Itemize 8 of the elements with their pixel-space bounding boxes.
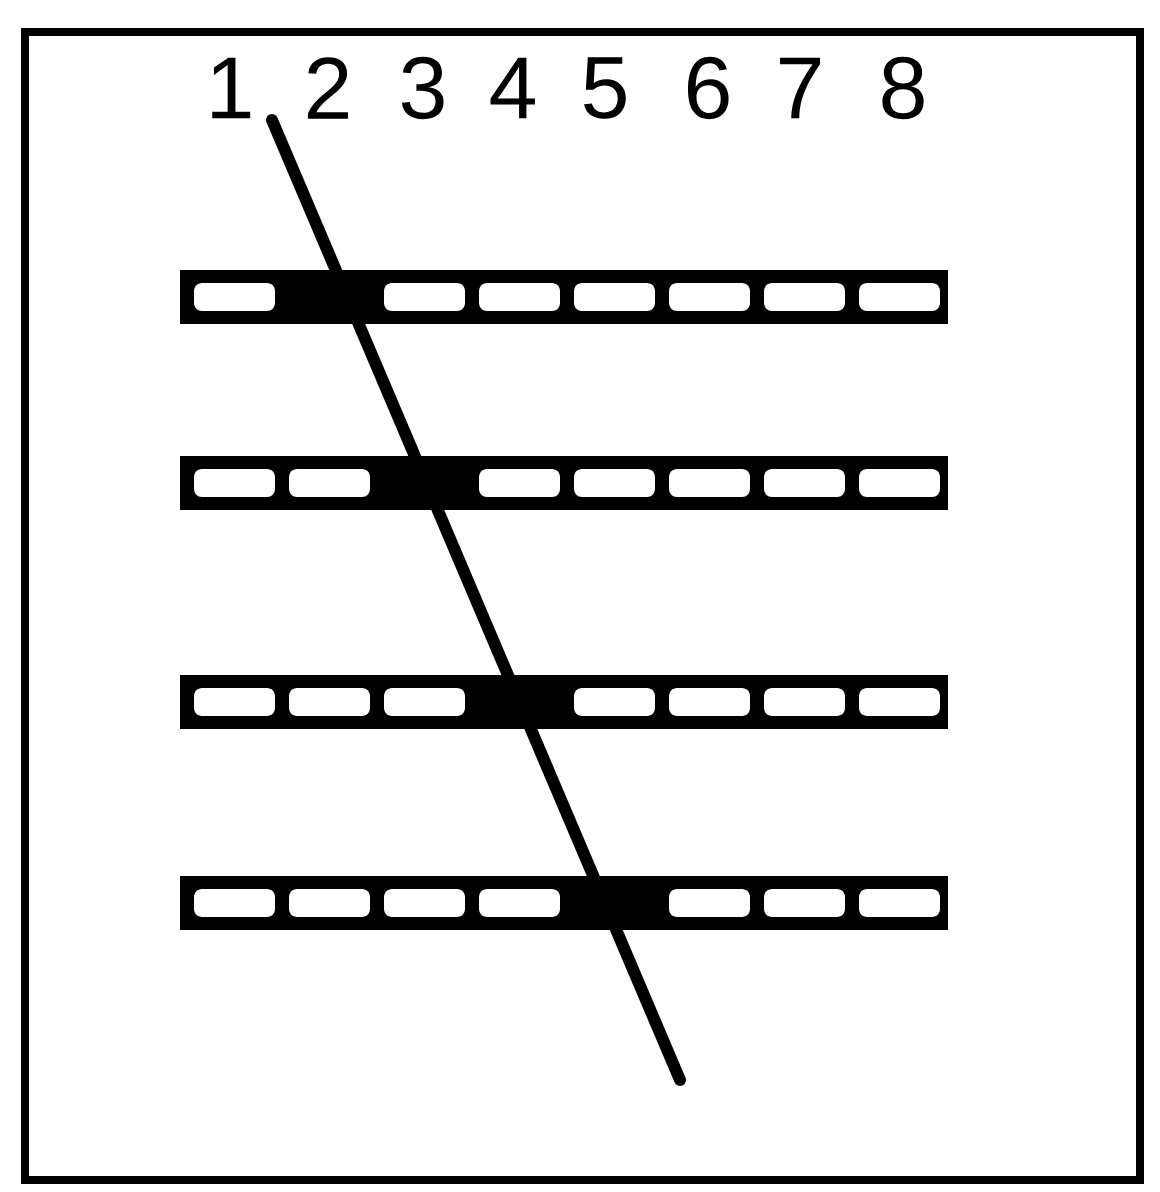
pin-number: 7: [780, 57, 821, 119]
pin-number: 5: [584, 57, 626, 119]
pin-number: 1: [212, 57, 251, 119]
pin-number: 8: [882, 56, 924, 120]
pin-number: 4: [490, 57, 535, 119]
pin-number: 2: [307, 57, 349, 119]
pin-number: 6: [688, 56, 729, 120]
pin-number: 3: [401, 56, 444, 120]
